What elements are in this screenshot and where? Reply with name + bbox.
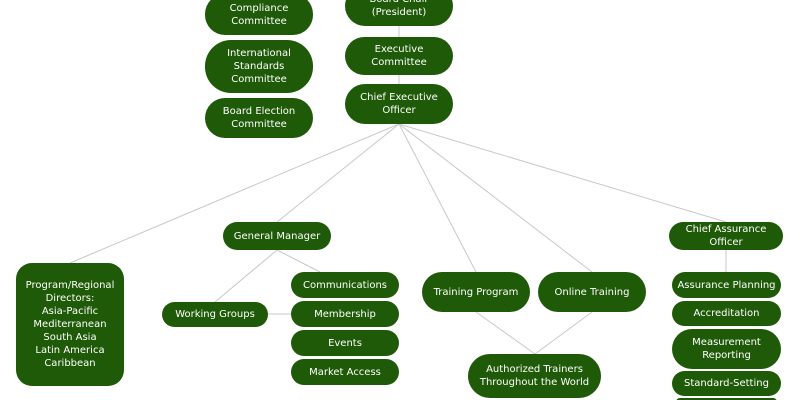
connector-training-authorized bbox=[475, 311, 536, 355]
standard-setting-node: Standard-Setting bbox=[672, 371, 781, 396]
events-node: Events bbox=[291, 330, 399, 356]
executive-committee-node: Executive Committee bbox=[345, 37, 453, 75]
board-chair-node: Board Chair (President) bbox=[345, 0, 453, 26]
authorized-trainers-node: Authorized Trainers Throughout the World bbox=[468, 354, 601, 398]
board-election-committee-node: Board Election Committee bbox=[205, 98, 313, 138]
general-manager-node: General Manager bbox=[223, 222, 331, 250]
training-program-node: Training Program bbox=[422, 272, 530, 312]
connector-ceo-training-program bbox=[398, 123, 477, 273]
communications-node: Communications bbox=[291, 272, 399, 298]
accreditation-node: Accreditation bbox=[672, 301, 781, 326]
working-groups-node: Working Groups bbox=[162, 302, 268, 327]
membership-node: Membership bbox=[291, 301, 399, 327]
measurement-reporting-node: Measurement Reporting bbox=[672, 329, 781, 369]
connector-online-authorized bbox=[534, 311, 593, 355]
online-training-node: Online Training bbox=[538, 272, 646, 312]
international-standards-committee-node: International Standards Committee bbox=[205, 40, 313, 93]
connector-gm-working-groups bbox=[214, 249, 278, 303]
connector-gm-communications bbox=[276, 249, 321, 273]
chief-assurance-officer-node: Chief Assurance Officer bbox=[669, 222, 783, 250]
compliance-committee-node: Compliance Committee bbox=[205, 0, 313, 35]
assurance-planning-node: Assurance Planning bbox=[672, 272, 781, 298]
connector-ceo-online-training bbox=[398, 123, 593, 273]
market-access-node: Market Access bbox=[291, 359, 399, 385]
partial-node-bottom bbox=[676, 398, 777, 400]
connector-ceo-assurance bbox=[398, 123, 727, 223]
connector-ceo-general-manager bbox=[276, 123, 400, 223]
connector-ceo-directors bbox=[69, 123, 400, 264]
chief-executive-officer-node: Chief Executive Officer bbox=[345, 84, 453, 124]
program-regional-directors-node: Program/Regional Directors: Asia-Pacific… bbox=[16, 263, 124, 386]
